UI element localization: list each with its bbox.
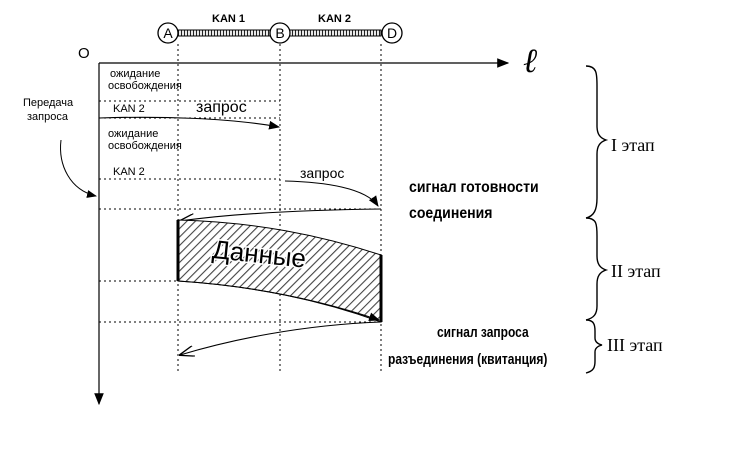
kan2-label-second: KAN 2 [113,166,145,178]
svg-text:A: A [163,25,173,41]
wait-label-2b: освобождения [108,140,182,152]
stage-1-brace [585,65,609,219]
stage-1-label: I этап [611,135,655,155]
data-arrow [177,280,381,321]
request-label-2: запрос [300,165,344,181]
axis-l-label: ℓ [523,43,537,80]
request-arrow-1 [98,116,281,130]
stage-2-brace [585,217,609,321]
disconnect-label-b: разъединения (квитанция) [388,351,547,368]
wait-label-1b: освобождения [108,80,182,92]
vertical-guides [177,44,382,372]
svg-text:B: B [275,25,284,41]
node-d: D [381,22,403,44]
transmit-pointer [60,139,97,198]
stage-3-brace [585,319,603,374]
origin-label: O [78,45,90,62]
channel-label-1: KAN 1 [212,13,245,25]
stage-2-label: II этап [611,261,661,281]
node-b: B [269,22,291,44]
transmit-label-b: запроса [27,111,69,123]
channel-bar-1 [177,29,271,37]
request-arrow-2 [284,180,379,207]
node-a: A [157,22,179,44]
ready-signal-label-a: сигнал готовности [409,178,539,196]
ready-signal-arrow [180,208,382,221]
wait-label-1a: ожидание [110,68,160,80]
channel-bar-2 [288,29,382,37]
disconnect-signal-arrow [180,321,382,355]
request-label-1: запрос [196,99,247,116]
svg-text:D: D [387,25,397,41]
channel-label-2: KAN 2 [318,13,351,25]
transmit-label-a: Передача [23,97,74,109]
ready-signal-label-b: соединения [409,204,493,222]
wait-label-2a: ожидание [108,128,158,140]
stage-3-label: III этап [607,335,663,355]
kan2-label-first: KAN 2 [113,103,145,115]
disconnect-label-a: сигнал запроса [437,324,529,341]
